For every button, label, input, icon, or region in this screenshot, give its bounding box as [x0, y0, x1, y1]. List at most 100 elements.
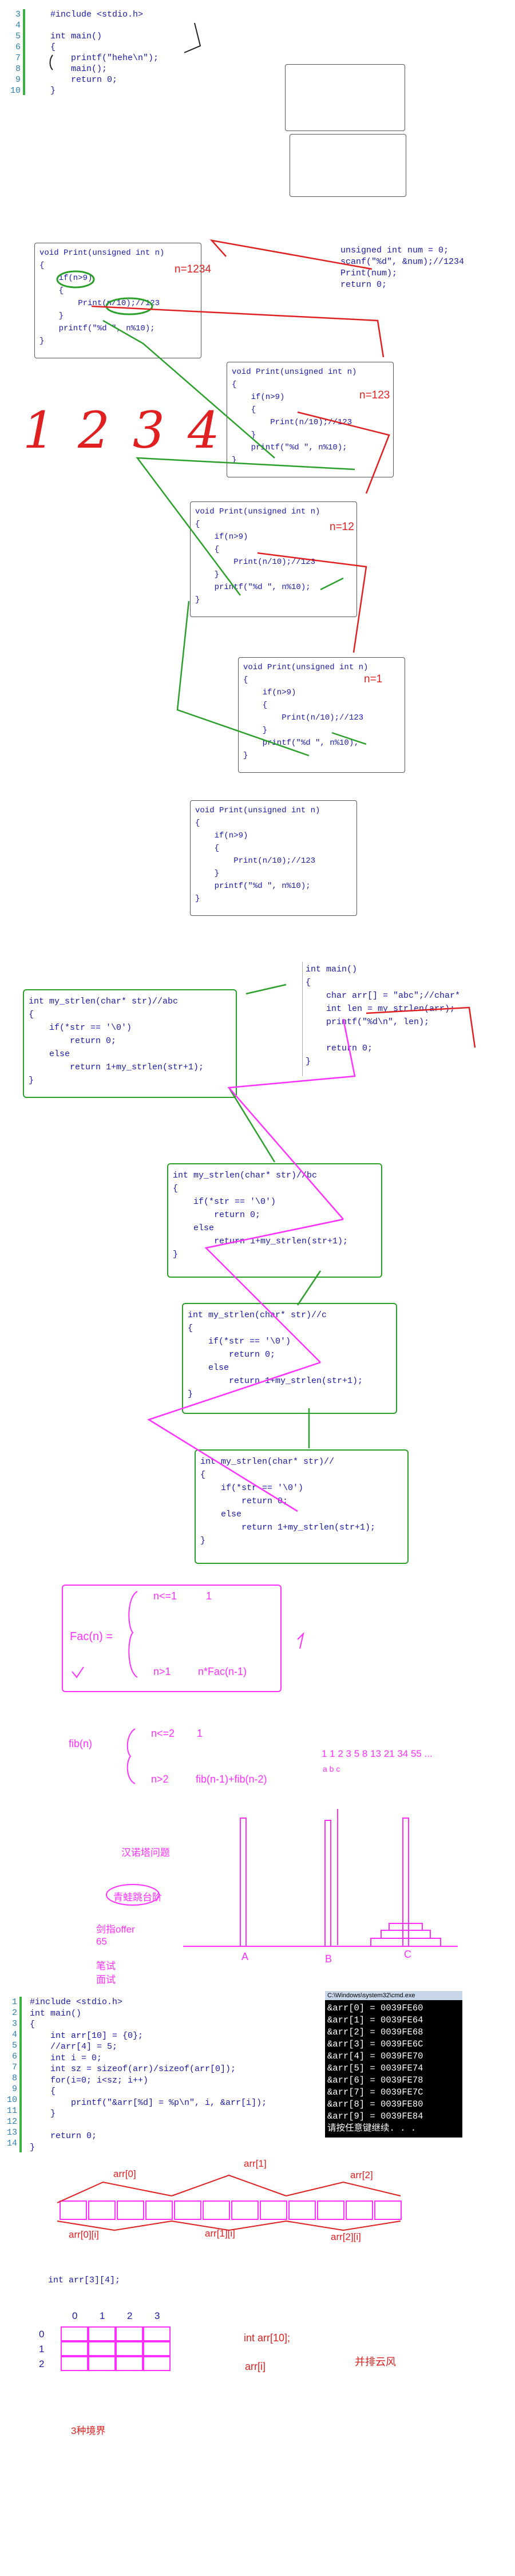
fib-sequence: 1 1 2 3 5 8 13 21 34 55 ... — [322, 1748, 433, 1759]
grid-cell — [61, 2326, 88, 2341]
section1-code: #include <stdio.h> int main() { printf("… — [50, 10, 159, 96]
array-sub-label-1: arr[1][i] — [205, 2228, 235, 2239]
print-frame-1-code: void Print(unsigned int n) { if(n>9) { P… — [39, 248, 165, 346]
strlen-frame-4: int my_strlen(char* str)// { if(*str == … — [195, 1449, 409, 1564]
circle-if-frame1 — [56, 270, 95, 289]
red-call-arrow-3 — [257, 552, 367, 653]
magenta-return-3 — [227, 1018, 356, 1220]
strlen-main-divider — [302, 962, 303, 1076]
magenta-return-1 — [147, 1361, 321, 1512]
strlen-frame-1: int my_strlen(char* str)//abc { if(*str … — [23, 989, 237, 1098]
console-title: C:\Windows\system32\cmd.exe — [327, 1992, 415, 1999]
console-output: &arr[0] = 0039FE60 &arr[1] = 0039FE64 &a… — [327, 2003, 423, 2134]
fib-case2-cond: n>2 — [151, 1773, 169, 1785]
hanoi-note2: 剑指offer — [96, 1924, 135, 1935]
print-frame-5: void Print(unsigned int n) { if(n>9) { P… — [190, 800, 357, 916]
array-sub-bracket-2 — [286, 2221, 401, 2231]
strlen-frame-3-code: int my_strlen(char* str)//c { if(*str ==… — [188, 1310, 363, 1399]
grid-cell — [116, 2356, 143, 2371]
hanoi-disk-3 — [370, 1938, 441, 1947]
array-strip-cell — [60, 2200, 87, 2220]
grid-col-header: 2 — [127, 2310, 133, 2321]
grid-cell — [88, 2326, 116, 2341]
strlen-frame-2: int my_strlen(char* str)//bc { if(*str =… — [167, 1163, 382, 1278]
grid-cell — [143, 2341, 171, 2356]
array-line-numbers: 1 2 3 4 5 6 7 8 9 10 11 12 13 14 — [6, 1997, 17, 2148]
print-frame-4-note: n=1 — [364, 673, 383, 685]
green-strlen-arrow-1 — [245, 983, 287, 995]
fib-label: fib(n) — [69, 1738, 93, 1749]
strlen-frame-4-code: int my_strlen(char* str)// { if(*str == … — [200, 1457, 376, 1546]
array-sub-bracket-0 — [57, 2221, 172, 2231]
section1-gutter — [23, 9, 25, 95]
grid-row-header: 2 — [39, 2358, 45, 2369]
fac-case1-val: 1 — [206, 1590, 212, 1602]
print-frame-2-code: void Print(unsigned int n) { if(n>9) { P… — [232, 368, 357, 465]
array-strip-cell — [231, 2200, 259, 2220]
red-call-arrow-1 — [91, 305, 385, 358]
hanoi-pillar-b: B — [325, 1953, 332, 1965]
empty-box-1 — [285, 64, 405, 131]
array-bracket-1 — [171, 2174, 287, 2196]
fib-brace — [126, 1728, 136, 1784]
array-sub-label-2: arr[2][i] — [331, 2231, 361, 2242]
print-frame-3: void Print(unsigned int n) { if(n>9) { P… — [190, 501, 357, 617]
section1-line-numbers: 3 4 5 6 7 8 9 10 — [10, 10, 21, 96]
grid-cell — [88, 2341, 116, 2356]
print-frame-1-note: n=1234 — [175, 263, 211, 275]
array-code: #include <stdio.h> int main() { int arr[… — [30, 1997, 267, 2152]
empty-box-2 — [290, 134, 406, 197]
fac-check — [72, 1666, 84, 1678]
fac-case2-cond: n>1 — [153, 1666, 171, 1677]
print-frame-4-code: void Print(unsigned int n) { if(n>9) { P… — [243, 663, 369, 760]
magenta-return-2 — [204, 1218, 344, 1363]
fac-label: Fac(n) = — [70, 1630, 113, 1643]
green-return-1 — [176, 600, 310, 757]
circle-hanoi-note1 — [106, 1884, 160, 1906]
hanoi-pole-b — [324, 1820, 331, 1947]
hanoi-pole-a — [240, 1818, 247, 1947]
array-strip-cell — [346, 2200, 373, 2220]
array-label-1: arr[1] — [244, 2158, 267, 2169]
grid-col-header: 0 — [72, 2310, 78, 2321]
red-call-arrow-2 — [297, 411, 390, 494]
fib-case1-cond: n<=2 — [151, 1728, 175, 1739]
fib-case1-val: 1 — [197, 1728, 203, 1739]
grid-cell — [61, 2341, 88, 2356]
hanoi-pillar-a: A — [241, 1951, 249, 1962]
array-label-0: arr[0] — [113, 2168, 136, 2179]
array-strip-cell — [260, 2200, 287, 2220]
arrow-down-section1 — [184, 22, 201, 53]
hanoi-note3: 65 — [96, 1936, 107, 1947]
green-check-2 — [320, 577, 344, 591]
print-frame-5-code: void Print(unsigned int n) { if(n>9) { P… — [195, 806, 320, 903]
green-return-3 — [102, 319, 275, 459]
grid-col-header: 1 — [100, 2310, 105, 2321]
green-return-2 — [136, 457, 355, 596]
fib-case2-val: fib(n-1)+fib(n-2) — [196, 1773, 267, 1785]
fac-box — [62, 1585, 282, 1692]
side-note-3: 并排云风 — [355, 2356, 396, 2368]
array-sub-bracket-1 — [171, 2221, 287, 2231]
strlen-frame-1-code: int my_strlen(char* str)//abc { if(*str … — [29, 997, 204, 1085]
array-strip-cell — [145, 2200, 173, 2220]
fac-brace — [128, 1591, 138, 1678]
print-frame-2: void Print(unsigned int n) { if(n>9) { P… — [227, 362, 394, 477]
print-main-code: unsigned int num = 0; scanf("%d", &num);… — [340, 246, 465, 290]
array-sub-label-0: arr[0][i] — [69, 2229, 99, 2240]
array-strip-cell — [288, 2200, 316, 2220]
grid-col-header: 3 — [154, 2310, 160, 2321]
green-strlen-arrow-2 — [228, 1087, 276, 1163]
array-gutter — [19, 1997, 22, 2152]
strlen-frame-3: int my_strlen(char* str)//c { if(*str ==… — [182, 1303, 397, 1414]
array-bracket-0 — [57, 2181, 172, 2203]
array-strip-cell — [317, 2200, 344, 2220]
grid-cell — [88, 2356, 116, 2371]
hanoi-disk-1 — [389, 1923, 423, 1931]
fac-case2-val: n*Fac(n-1) — [198, 1666, 247, 1677]
hanoi-note1: 青蛙跳台阶 — [113, 1892, 162, 1903]
grid-cell — [116, 2326, 143, 2341]
hanoi-note4: 笔试 — [96, 1961, 116, 1971]
console-window: C:\Windows\system32\cmd.exe &arr[0] = 00… — [325, 1991, 462, 2138]
